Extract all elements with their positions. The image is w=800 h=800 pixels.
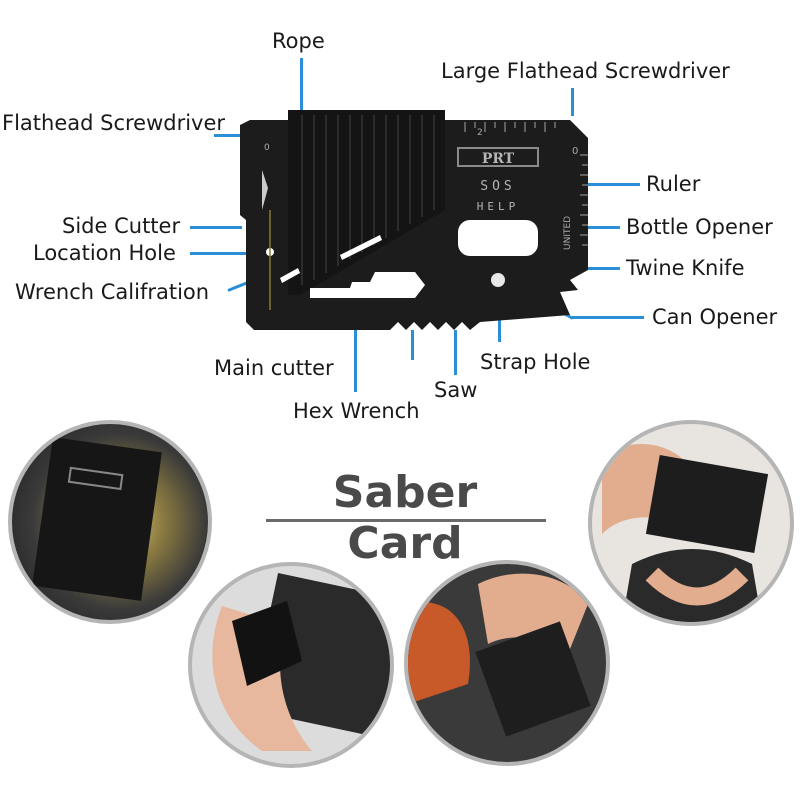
label-strap-hole: Strap Hole bbox=[480, 350, 591, 374]
flathead-leader bbox=[214, 134, 240, 137]
location-hole-leader bbox=[190, 252, 272, 255]
label-saw: Saw bbox=[434, 378, 478, 402]
rope-leader bbox=[300, 58, 303, 128]
label-bottle-opener: Bottle Opener bbox=[626, 215, 773, 239]
ruler-zero: 0 bbox=[572, 146, 578, 157]
bottle-opener-slot bbox=[458, 220, 538, 256]
united-text: UNITED bbox=[563, 216, 573, 250]
label-side-cutter: Side Cutter bbox=[62, 214, 181, 238]
twine-knife-leader bbox=[582, 267, 620, 270]
page-title: Saber Card bbox=[332, 467, 478, 569]
main-cutter-leader bbox=[411, 325, 414, 360]
sos-text: SOS bbox=[480, 179, 515, 194]
rope-wrap bbox=[288, 110, 445, 295]
ruler-leader bbox=[588, 183, 640, 186]
title-underline bbox=[266, 519, 546, 522]
large-flathead-leader bbox=[571, 88, 574, 116]
ruler-two: 2 bbox=[477, 128, 483, 138]
wrench-slot bbox=[280, 268, 300, 283]
ruler-left-zero: 0 bbox=[264, 143, 270, 153]
photo-hands-saw bbox=[404, 560, 610, 766]
flat-point bbox=[262, 170, 268, 210]
side-slot bbox=[340, 235, 382, 260]
label-hex-wrench: Hex Wrench bbox=[293, 399, 420, 423]
can-opener-leader-h bbox=[572, 316, 644, 319]
label-flathead-screwdriver: Flathead Screwdriver bbox=[2, 111, 226, 135]
saw-teeth bbox=[390, 322, 470, 330]
label-main-cutter: Main cutter bbox=[214, 356, 334, 380]
hex-wrench-slot bbox=[310, 272, 425, 298]
label-rope: Rope bbox=[272, 29, 325, 53]
label-large-flathead-screwdriver: Large Flathead Screwdriver bbox=[441, 59, 730, 83]
photo-rope-grip bbox=[188, 562, 394, 768]
saber-card-illustration: PRT SOS HELP UNITED 0 2 0 bbox=[240, 110, 588, 330]
brand-plate bbox=[457, 147, 539, 167]
label-location-hole: Location Hole bbox=[33, 241, 176, 265]
label-twine-knife: Twine Knife bbox=[626, 256, 745, 280]
label-ruler: Ruler bbox=[646, 172, 701, 196]
photo-bottle-opening bbox=[588, 420, 794, 626]
hex-wrench-leader bbox=[354, 292, 357, 392]
strap-hole-shape bbox=[491, 273, 505, 287]
label-can-opener: Can Opener bbox=[652, 305, 778, 329]
side-cutter-leader bbox=[190, 226, 242, 229]
help-text: HELP bbox=[477, 200, 520, 213]
saw-leader bbox=[454, 330, 457, 375]
photo-can-opening bbox=[8, 420, 212, 624]
label-wrench-califration: Wrench Califration bbox=[15, 280, 210, 304]
brand-text: PRT bbox=[482, 151, 515, 167]
